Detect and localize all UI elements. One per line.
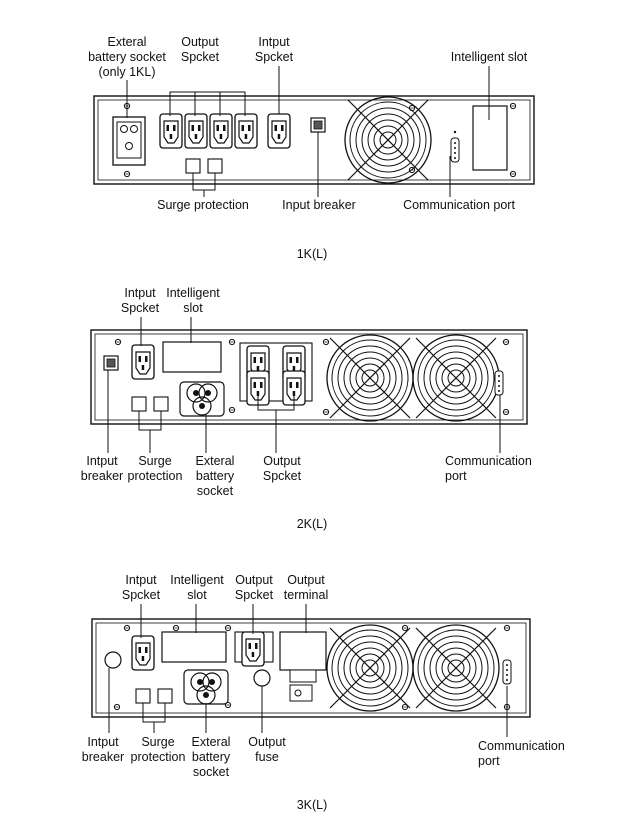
caption-1k: 1K(L) bbox=[296, 247, 328, 261]
panel-1k-comm-port bbox=[450, 130, 460, 163]
label-1k-input-socket: Intput Spcket bbox=[254, 35, 294, 64]
label-2k-communication-port: Communication port bbox=[445, 454, 532, 483]
label-3k-intelligent-slot: Intelligent slot bbox=[170, 573, 224, 602]
panel-1k-leaders bbox=[126, 66, 490, 197]
panel-1k-input-socket bbox=[267, 113, 291, 149]
label-1k-output-socket: Output Spcket bbox=[180, 35, 220, 64]
panel-3k-output-fuse bbox=[253, 669, 271, 687]
panel-3k-intelligent-slot bbox=[161, 631, 227, 663]
label-1k-intelligent-slot: Intelligent slot bbox=[450, 50, 528, 64]
label-2k-external-battery-socket: Exteral battery socket bbox=[195, 454, 235, 498]
label-2k-output-socket: Output Spcket bbox=[262, 454, 302, 483]
panel-2k-input-breaker bbox=[103, 355, 119, 371]
panel-1k-battery-socket bbox=[112, 116, 146, 166]
label-2k-input-socket: Intput Spcket bbox=[120, 286, 160, 315]
label-3k-surge-protection: Surge protection bbox=[130, 735, 186, 764]
panel-2k-input-socket bbox=[131, 344, 155, 380]
label-2k-surge-protection: Surge protection bbox=[127, 454, 183, 483]
panel-2k-surge bbox=[131, 396, 169, 412]
label-1k-communication-port: Communication port bbox=[403, 198, 515, 212]
panel-1k-input-breaker bbox=[310, 117, 326, 133]
panel-3k-input-breaker bbox=[104, 651, 122, 669]
panel-3k-leaders bbox=[108, 604, 508, 737]
label-2k-intelligent-slot: Intelligent slot bbox=[166, 286, 220, 315]
panel-2k-leaders bbox=[107, 317, 501, 453]
label-3k-output-terminal: Output terminal bbox=[283, 573, 329, 602]
label-3k-input-breaker: Intput breaker bbox=[81, 735, 125, 764]
caption-3k: 3K(L) bbox=[296, 798, 328, 812]
panel-3k-battery-socket bbox=[183, 669, 229, 705]
caption-2k: 2K(L) bbox=[296, 517, 328, 531]
panel-2k-intelligent-slot bbox=[162, 341, 222, 373]
label-3k-communication-port: Communication port bbox=[478, 739, 565, 768]
panel-3k-input-socket bbox=[131, 635, 155, 671]
panel-3k-surge bbox=[135, 688, 173, 704]
label-2k-input-breaker: Intput breaker bbox=[80, 454, 124, 483]
panel-2k-comm-port bbox=[494, 370, 504, 396]
label-1k-input-breaker: Input breaker bbox=[282, 198, 356, 212]
label-1k-surge-protection: Surge protection bbox=[157, 198, 249, 212]
panel-1k-intelligent-slot bbox=[472, 105, 508, 171]
panel-3k-output-socket bbox=[234, 631, 274, 667]
label-3k-input-socket: Intput Spcket bbox=[121, 573, 161, 602]
panel-3k-output-terminal bbox=[279, 631, 327, 702]
label-3k-external-battery-socket: Exteral battery socket bbox=[191, 735, 231, 779]
label-1k-external-battery-socket: Exteral battery socket (only 1KL) bbox=[88, 35, 166, 79]
panel-3k-comm-port bbox=[502, 659, 512, 685]
label-3k-output-fuse: Output fuse bbox=[248, 735, 286, 764]
label-3k-output-socket: Output Spcket bbox=[234, 573, 274, 602]
panel-2k-battery-socket bbox=[179, 381, 225, 417]
panel-2k-output-sockets bbox=[239, 342, 313, 406]
